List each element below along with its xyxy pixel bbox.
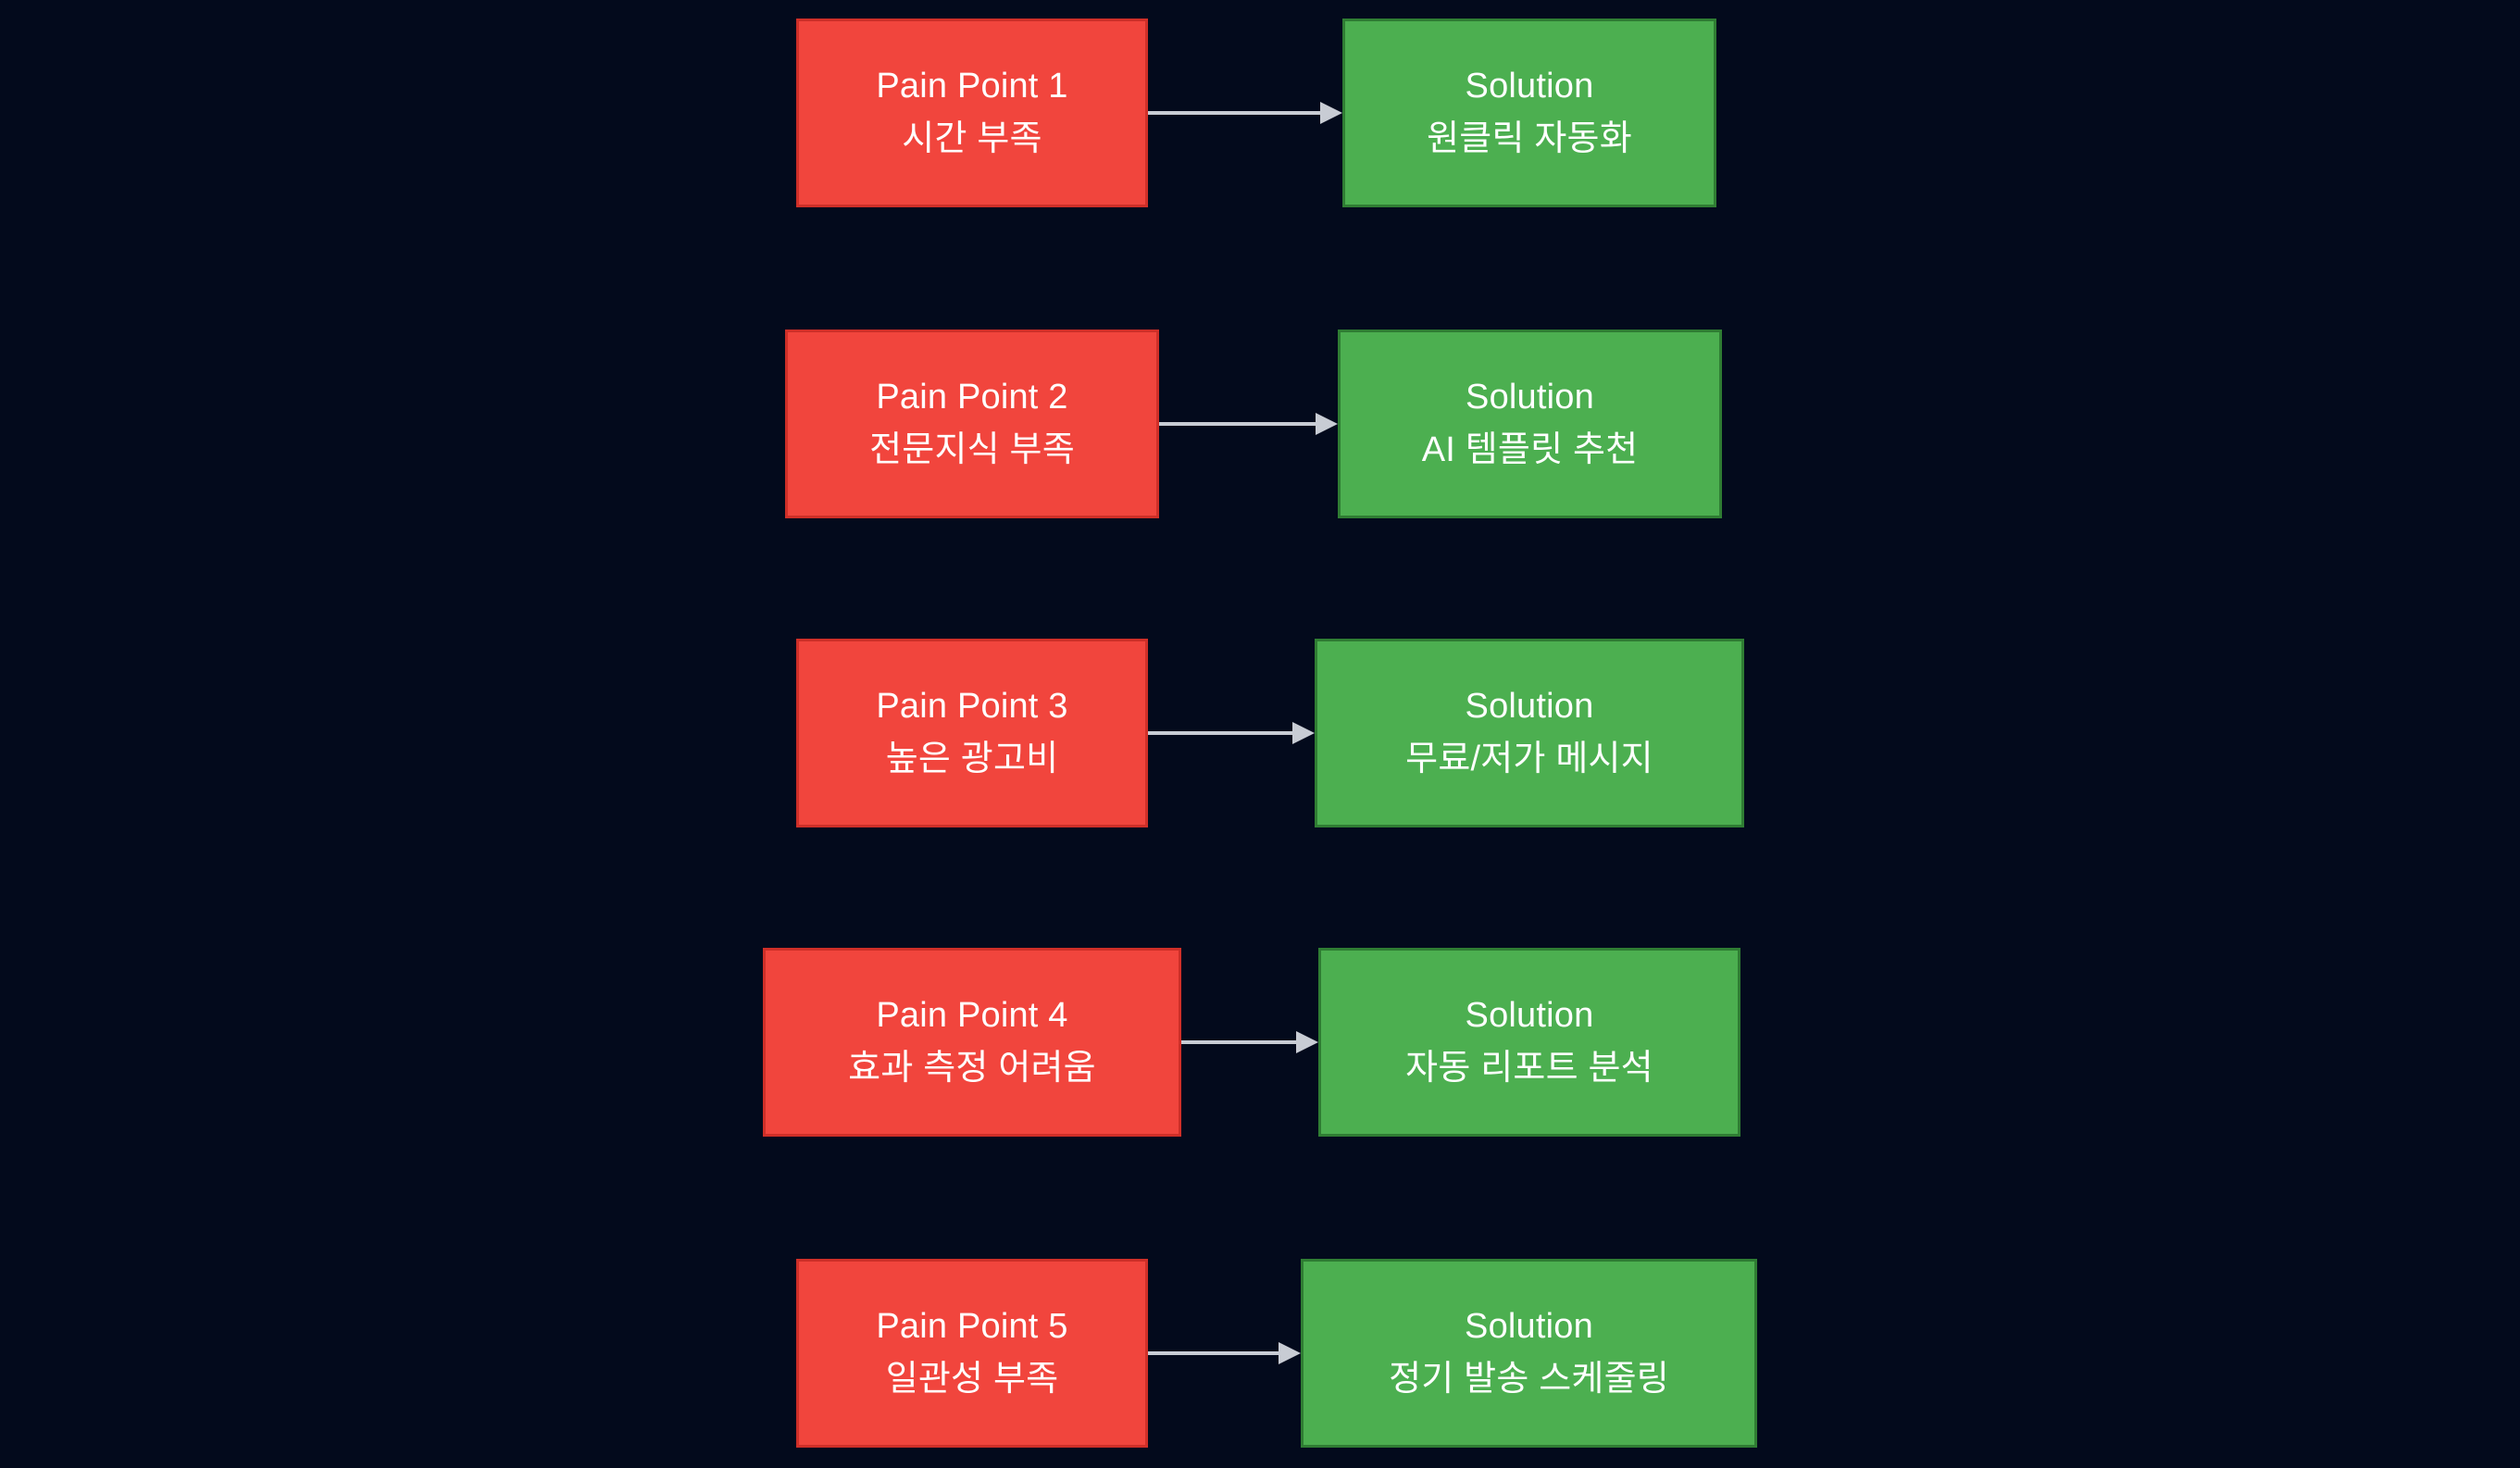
solution-node-4[interactable]: Solution 자동 리포트 분석 [1318, 948, 1740, 1137]
node-title: Solution [1466, 378, 1594, 417]
solution-node-1[interactable]: Solution 원클릭 자동화 [1342, 19, 1716, 207]
pain-point-node-3[interactable]: Pain Point 3 높은 광고비 [796, 639, 1148, 827]
arrow-right-icon [1148, 94, 1342, 131]
pain-point-node-4[interactable]: Pain Point 4 효과 측정 어려움 [763, 948, 1181, 1137]
node-detail: AI 템플릿 추천 [1421, 430, 1639, 469]
node-detail: 전문지식 부족 [869, 430, 1075, 469]
solution-node-3[interactable]: Solution 무료/저가 메시지 [1315, 639, 1744, 827]
node-detail: 높은 광고비 [885, 740, 1059, 778]
node-detail: 정기 발송 스케줄링 [1389, 1360, 1669, 1399]
node-title: Pain Point 4 [876, 996, 1068, 1036]
solution-node-5[interactable]: Solution 정기 발송 스케줄링 [1301, 1259, 1757, 1448]
node-detail: 원클릭 자동화 [1427, 119, 1632, 158]
arrow-right-icon [1148, 1335, 1301, 1372]
node-title: Pain Point 2 [876, 378, 1068, 417]
node-title: Solution [1465, 1307, 1593, 1347]
node-detail: 자동 리포트 분석 [1405, 1049, 1653, 1088]
node-detail: 일관성 부족 [885, 1360, 1059, 1399]
arrow-right-icon [1181, 1024, 1318, 1061]
arrow-right-icon [1159, 405, 1338, 442]
node-title: Solution [1465, 996, 1594, 1036]
pain-point-node-2[interactable]: Pain Point 2 전문지식 부족 [785, 330, 1159, 518]
node-detail: 효과 측정 어려움 [848, 1049, 1096, 1088]
node-title: Solution [1465, 687, 1594, 727]
node-detail: 시간 부족 [902, 119, 1042, 158]
pain-point-node-5[interactable]: Pain Point 5 일관성 부족 [796, 1259, 1148, 1448]
pain-point-node-1[interactable]: Pain Point 1 시간 부족 [796, 19, 1148, 207]
node-title: Pain Point 3 [876, 687, 1068, 727]
node-detail: 무료/저가 메시지 [1405, 740, 1653, 778]
solution-node-2[interactable]: Solution AI 템플릿 추천 [1338, 330, 1722, 518]
node-title: Pain Point 1 [876, 67, 1068, 106]
node-title: Solution [1465, 67, 1594, 106]
node-title: Pain Point 5 [876, 1307, 1068, 1347]
arrow-right-icon [1148, 715, 1315, 752]
